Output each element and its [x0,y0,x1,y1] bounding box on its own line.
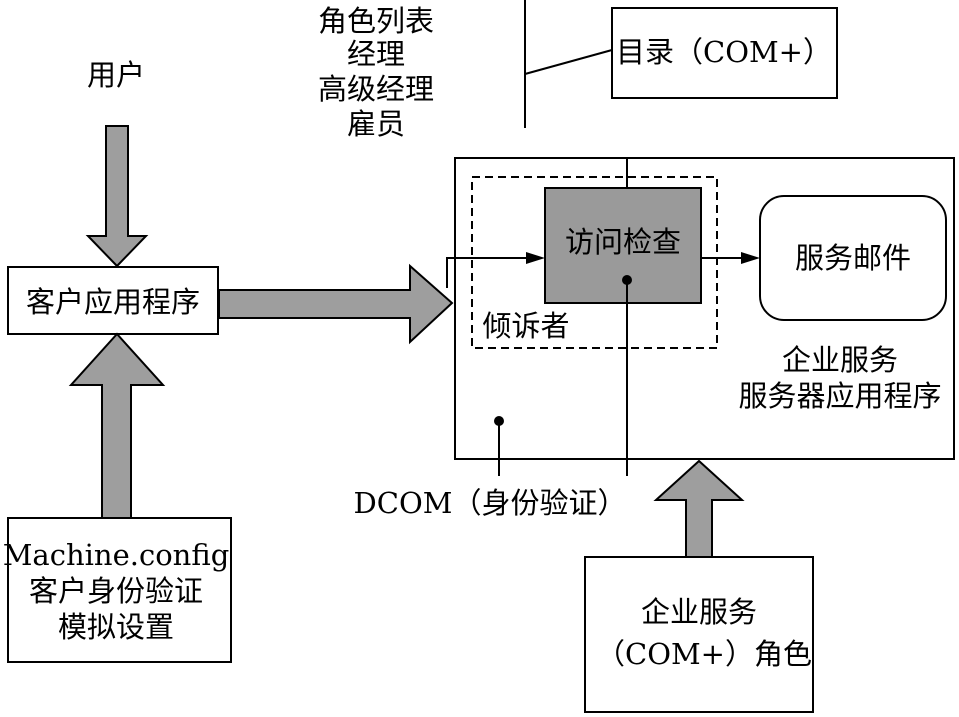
user-label: 用户 [87,58,145,92]
catalog-box [611,7,838,99]
mail-service-box [759,195,947,321]
listener-region [471,176,718,349]
mail-service-label: 服务邮件 [795,241,911,275]
listener-label: 倾诉者 [482,309,569,343]
dcom-dot [494,416,504,426]
roles-title: 角色列表 [318,4,434,38]
access-check-box [544,187,702,304]
role-item-senior-manager: 高级经理 [318,72,434,106]
role-item-employee: 雇员 [347,107,405,141]
machine-config-up-arrow [68,332,166,519]
catalog-label: 目录（COM+） [616,35,832,69]
access-check-label: 访问检查 [565,225,681,259]
server-app-label-line2: 服务器应用程序 [738,379,941,413]
role-item-manager: 经理 [347,37,405,71]
dcom-label: DCOM（身份验证） [354,486,627,520]
user-down-arrow [85,125,149,268]
client-app-box [7,266,219,335]
client-to-server-arrow [218,263,454,345]
es-roles-line2: （COM+）角色 [596,637,812,671]
client-app-label: 客户应用程序 [26,285,200,319]
access-check-dot [622,275,632,285]
roles-to-catalog-connector [524,49,613,75]
machine-config-box [7,517,232,663]
machine-config-line2: 客户身份验证 [29,574,203,608]
roles-up-arrow [653,459,745,558]
machine-config-line1: Machine.config [3,538,230,572]
access-to-mail-arrowhead [741,252,760,264]
server-app-label-line1: 企业服务 [782,343,898,377]
inbound-call-arrowhead [526,252,545,264]
es-roles-box [584,556,814,713]
machine-config-line3: 模拟设置 [58,610,174,644]
inbound-call-line [446,257,528,288]
es-roles-line1: 企业服务 [641,595,757,629]
